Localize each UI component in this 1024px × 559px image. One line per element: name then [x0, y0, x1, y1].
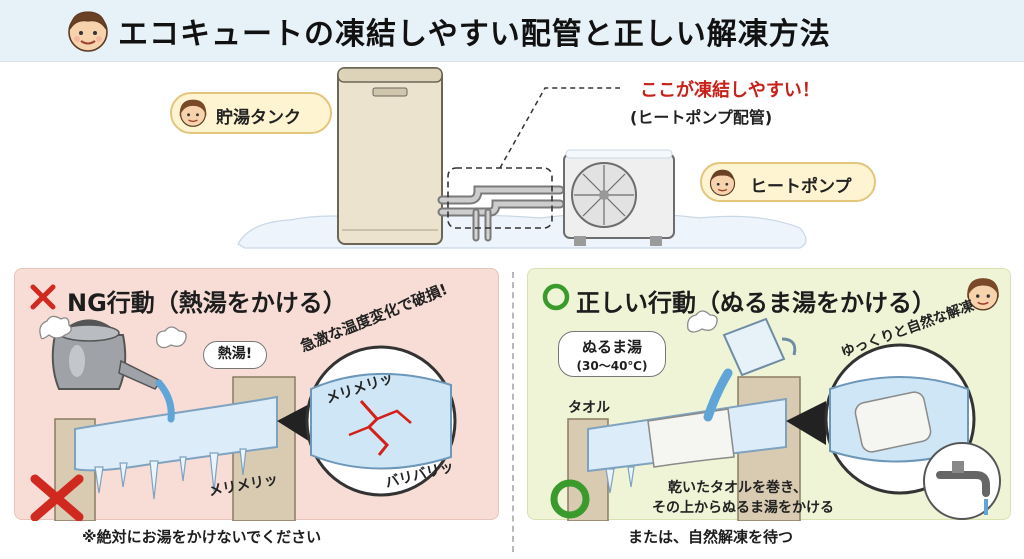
- instruction-line-2: その上からぬるま湯をかける: [652, 500, 834, 516]
- freeze-pipe-label: (ヒートポンプ配管): [630, 108, 773, 127]
- towel-label: タオル: [568, 400, 610, 416]
- ok-panel: 正しい行動（ぬるま湯をかける）: [527, 268, 1011, 521]
- boy-face-icon: [709, 169, 736, 196]
- instruction-line-1: 乾いたタオルを巻き、: [668, 480, 808, 496]
- woman-face-icon: [967, 278, 999, 311]
- tank-callout: 貯湯タンク: [170, 92, 332, 134]
- page-title: エコキュートの凍結しやすい配管と正しい解凍方法: [118, 17, 831, 52]
- title-bar: エコキュートの凍結しやすい配管と正しい解凍方法: [0, 0, 1024, 62]
- faucet-icon: [923, 442, 1001, 520]
- ng-warning-note: ※絶対にお湯をかけないでください: [82, 528, 322, 546]
- ng-illustration: [30, 315, 457, 521]
- ng-title: NG行動（熱湯をかける）: [67, 289, 347, 317]
- lukewarm-bubble: ぬるま湯 (30〜40℃): [558, 331, 666, 377]
- heatpump-callout: ヒートポンプ: [700, 162, 876, 202]
- x-mark-icon: [30, 284, 56, 310]
- equipment-illustration: 貯湯タンク ヒートポンプ ここが凍結しやすい！ (ヒートポンプ配管): [0, 62, 1024, 262]
- hot-water-label: 熱湯!: [217, 346, 253, 362]
- towel: [647, 408, 735, 468]
- big-x-mark-icon: [30, 474, 84, 521]
- storage-tank: [337, 67, 443, 245]
- heatpump-pipes: [437, 185, 565, 242]
- steam-icon: [687, 310, 718, 333]
- kettle-icon: [51, 319, 163, 390]
- big-circle-mark-icon: [550, 479, 590, 519]
- panel-divider: [512, 272, 514, 552]
- ok-title: 正しい行動（ぬるま湯をかける）: [576, 289, 936, 317]
- temp-range-label: (30〜40℃): [576, 359, 648, 373]
- lukewarm-label: ぬるま湯: [581, 338, 642, 356]
- snow-ground: [237, 212, 807, 249]
- pitcher-icon: [722, 317, 797, 377]
- tank-label: 貯湯タンク: [216, 108, 301, 128]
- heatpump-unit: [563, 149, 675, 246]
- ok-alternative-note: または、自然解凍を待つ: [628, 528, 794, 546]
- ng-panel: NG行動（熱湯をかける）: [14, 268, 499, 521]
- freeze-warning: ここが凍結しやすい！: [640, 80, 820, 101]
- equipment-drawing: [237, 67, 807, 249]
- ok-illustration: [550, 310, 1001, 521]
- frozen-pipe: [74, 395, 278, 472]
- heatpump-label: ヒートポンプ: [750, 177, 852, 197]
- hot-water-bubble: 熱湯!: [203, 341, 267, 369]
- steam-icon: [39, 315, 187, 349]
- boy-face-icon: [68, 11, 108, 52]
- woman-face-icon: [179, 99, 207, 127]
- circle-mark-icon: [542, 283, 570, 311]
